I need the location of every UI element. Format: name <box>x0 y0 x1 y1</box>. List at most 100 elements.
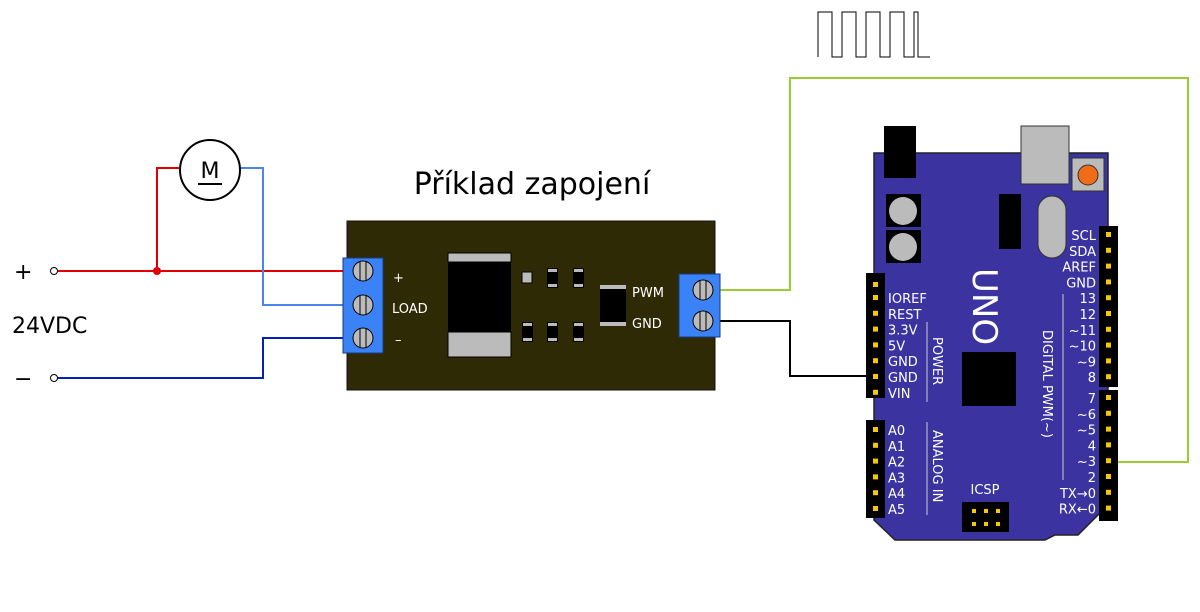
pin[interactable] <box>873 458 878 464</box>
supply-plus-terminal[interactable] <box>50 267 58 275</box>
pin[interactable] <box>1106 395 1111 400</box>
pin[interactable] <box>873 374 878 379</box>
pin-label: A2 <box>888 456 905 471</box>
load-label: LOAD <box>392 302 428 317</box>
pin[interactable] <box>1106 247 1111 253</box>
screw-icon <box>352 260 374 282</box>
pin-label: A5 <box>888 503 905 518</box>
supply-minus-terminal[interactable] <box>50 374 58 382</box>
pin[interactable] <box>1106 263 1111 269</box>
pin[interactable] <box>873 342 878 348</box>
pin[interactable] <box>1106 342 1111 348</box>
pin-label: 7 <box>1088 392 1096 407</box>
pin-label: A0 <box>888 424 905 439</box>
pin-label: AREF <box>1062 261 1096 276</box>
pin-label: 13 <box>1079 292 1096 307</box>
pwm-wire <box>716 77 1189 463</box>
pin[interactable] <box>873 282 878 287</box>
pin-label: ~9 <box>1077 355 1096 370</box>
load-minus-label: – <box>395 333 402 348</box>
gnd-label: GND <box>632 317 662 332</box>
pin[interactable] <box>1106 505 1111 511</box>
motor: M <box>179 139 241 201</box>
microcontroller-chip <box>962 352 1016 406</box>
pin[interactable] <box>873 506 878 511</box>
pin-label: 12 <box>1079 308 1096 323</box>
pin[interactable] <box>1106 410 1111 416</box>
crystal <box>1037 195 1067 259</box>
pin-label: 5V <box>888 339 905 354</box>
analog-in-label: ANALOG IN <box>929 430 944 502</box>
pin[interactable] <box>1106 279 1111 285</box>
pin-label: GND <box>888 371 918 386</box>
power-header[interactable] <box>866 273 885 398</box>
pin[interactable] <box>1106 326 1111 332</box>
motor-label: M <box>201 159 220 184</box>
screw-icon <box>352 327 374 349</box>
pin[interactable] <box>873 427 878 432</box>
pin[interactable] <box>1106 442 1111 448</box>
right-header-bottom[interactable] <box>1099 390 1118 521</box>
gnd-wire <box>716 320 872 377</box>
pin[interactable] <box>1106 358 1111 364</box>
pin[interactable] <box>972 522 976 526</box>
pin[interactable] <box>873 295 878 300</box>
pin-label: SDA <box>1069 245 1096 260</box>
pin[interactable] <box>972 509 976 513</box>
board-model-label: UNO <box>964 268 1004 345</box>
pin[interactable] <box>984 509 988 513</box>
pin[interactable] <box>1106 295 1111 301</box>
pin[interactable] <box>873 326 878 332</box>
pin-label: VIN <box>888 387 910 402</box>
usb-connector <box>1020 125 1070 185</box>
power-jack <box>884 126 916 178</box>
pin-label: 3.3V <box>888 324 918 339</box>
pin[interactable] <box>873 389 878 395</box>
pin-label: TX→0 <box>1059 487 1096 502</box>
pin-label: SCL <box>1071 229 1096 244</box>
pin[interactable] <box>1106 311 1111 316</box>
pin-label: A3 <box>888 471 905 486</box>
arduino-uno-board: UNO SCLSDAAREFGND1312~11~10~987~6~54~32T… <box>866 125 1118 541</box>
digital-pwm-label: DIGITAL PWM(~) <box>1039 330 1054 438</box>
right-header-top[interactable] <box>1099 226 1118 387</box>
screw-icon <box>352 294 374 316</box>
pin[interactable] <box>1106 489 1111 495</box>
icsp-header[interactable] <box>962 502 1009 532</box>
pin[interactable] <box>1106 232 1111 237</box>
supply-plus-label: + <box>14 260 32 285</box>
mosfet-module: + LOAD – PWM GND <box>342 220 721 391</box>
pin[interactable] <box>873 474 878 480</box>
pin[interactable] <box>984 522 988 526</box>
pin-label: A1 <box>888 440 905 455</box>
pin[interactable] <box>873 490 878 496</box>
load-plus-label: + <box>393 271 404 286</box>
supply-voltage-label: 24VDC <box>12 314 87 339</box>
pwm-waveform-icon <box>817 11 930 58</box>
pin-label: 2 <box>1088 471 1096 486</box>
pin-label: ~5 <box>1077 424 1096 439</box>
diagram-title: Příklad zapojení <box>414 167 652 202</box>
pin-label: A4 <box>888 487 905 502</box>
pin[interactable] <box>996 522 1000 526</box>
pin[interactable] <box>1106 474 1111 479</box>
pin-label: REST <box>888 308 921 323</box>
power-label: POWER <box>929 337 944 385</box>
pin[interactable] <box>1106 458 1111 464</box>
pin-label: ~3 <box>1077 455 1096 470</box>
pin-label: ~11 <box>1069 324 1096 339</box>
pin-label: 4 <box>1088 439 1096 454</box>
motor-positive-wire <box>156 167 181 271</box>
pin[interactable] <box>1106 426 1111 432</box>
pin[interactable] <box>873 442 878 448</box>
pin[interactable] <box>873 310 878 316</box>
motor-load-wire <box>240 167 348 306</box>
pwm-label: PWM <box>632 286 664 301</box>
pin[interactable] <box>996 509 1000 513</box>
pin[interactable] <box>1106 374 1111 380</box>
analog-header[interactable] <box>866 420 885 518</box>
negative-wire <box>55 337 348 379</box>
pin-label: ~10 <box>1069 340 1096 355</box>
pin[interactable] <box>873 358 878 364</box>
pin-label: GND <box>888 355 918 370</box>
